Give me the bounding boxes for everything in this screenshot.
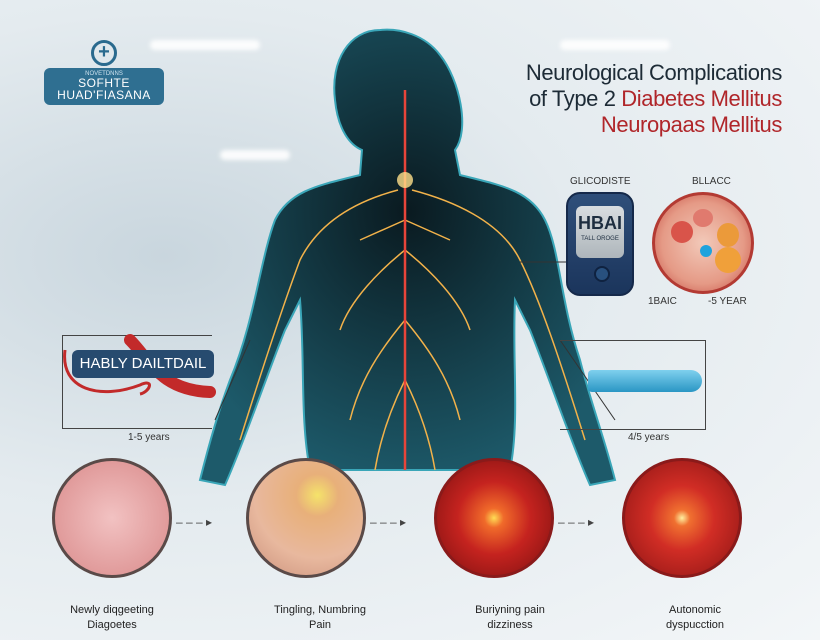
ceiling-light (150, 40, 260, 50)
stage-1-image (52, 458, 172, 578)
logo-line1: SOFHTE (78, 76, 130, 90)
blood-dish-label: BLLACC (692, 176, 731, 187)
meter-subreading: TALL OROGE (581, 236, 619, 242)
stage-4-image (622, 458, 742, 578)
body-silhouette (198, 28, 617, 487)
title-line3: Neuropaas Mellitus (600, 112, 783, 137)
medical-cross-icon: + (91, 40, 117, 66)
arrow-icon: – – – ▸ (370, 515, 407, 529)
glucose-meter: HBAI TALL OROGE (566, 192, 634, 296)
red-cell (693, 209, 713, 227)
meter-caption: 1BAIC (648, 296, 677, 307)
ceiling-light (220, 150, 290, 160)
title-line2b: Diabetes Mellitus (621, 86, 782, 111)
connector-line (559, 339, 616, 421)
dish-caption: -5 YEAR (708, 296, 747, 307)
hospital-logo: + NOVETDNNS SOFHTE HUAD'FIASANA (44, 40, 164, 105)
artery-banner: HABLY DAILTDAIL (72, 350, 214, 378)
meter-screen: HBAI TALL OROGE (576, 206, 624, 258)
logo-line2: HUAD'FIASANA (57, 88, 151, 102)
ceiling-light (560, 40, 670, 50)
title-line2a: of Type 2 (529, 86, 622, 111)
stage-3-image (434, 458, 554, 578)
logo-small-text: NOVETDNNS (85, 71, 123, 77)
stage-2-image (246, 458, 366, 578)
nerve-caption: 4/5 years (628, 432, 670, 443)
title-line1: Neurological Complications (525, 60, 783, 85)
meter-reading: HBAI (578, 213, 622, 233)
arrow-icon: – – – ▸ (176, 515, 213, 529)
meter-button (594, 266, 610, 282)
glow-point (397, 172, 413, 188)
arrow-icon: – – – ▸ (558, 515, 595, 529)
red-cell (671, 221, 693, 243)
glucose-meter-label: GLICODISTE (570, 176, 631, 187)
nerve-fiber-illustration (588, 370, 702, 392)
artery-caption: 1-5 years (128, 432, 170, 443)
nerve-panel-frame (560, 340, 706, 430)
blood-cell-dish (652, 192, 754, 294)
orange-cell (717, 223, 739, 247)
artery-panel-frame (62, 335, 212, 429)
blue-cell (700, 245, 712, 257)
page-title: Neurological Complications of Type 2 Dia… (525, 60, 783, 138)
orange-cell (715, 247, 741, 273)
connector-line (214, 339, 251, 421)
